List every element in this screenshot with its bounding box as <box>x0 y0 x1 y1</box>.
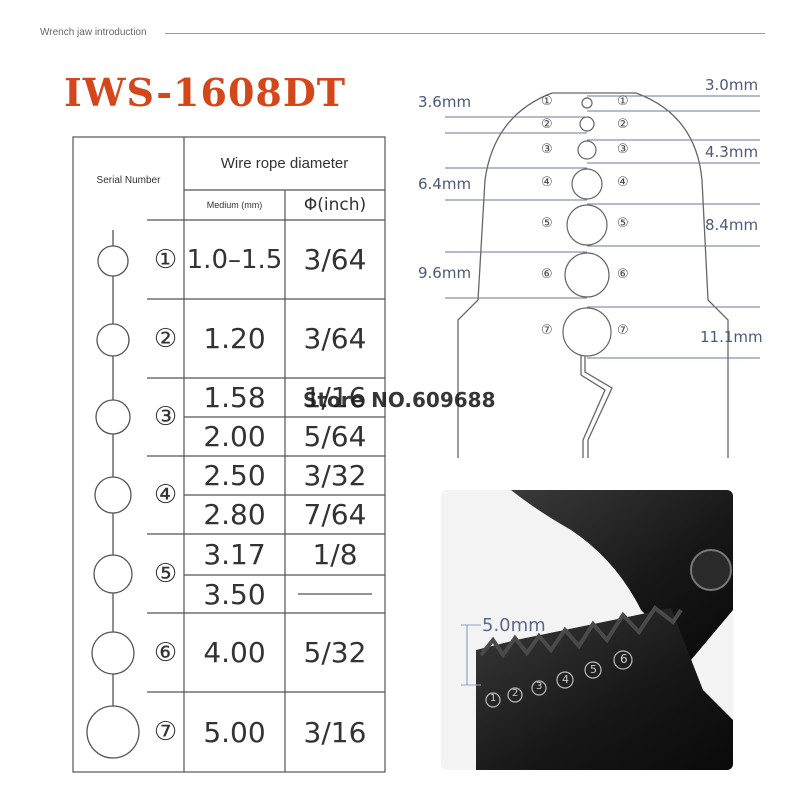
inch-value: 3/16 <box>303 715 367 749</box>
serial-6: ⑥ <box>153 637 178 668</box>
jaw-number: 3 <box>536 681 543 692</box>
medium-value: 5.00 <box>203 715 266 749</box>
serial-4: ④ <box>153 480 178 510</box>
wire-rope-header: Wire rope diameter <box>220 155 349 172</box>
jaw-dimension-label: 6.4mm <box>418 175 472 193</box>
inch-value: 7/64 <box>303 498 367 531</box>
inch-value: 3/64 <box>303 243 367 276</box>
jaw-number: 5 <box>590 663 597 676</box>
inch-value: 3/32 <box>303 459 367 492</box>
jaw-dimension-label: 4.3mm <box>705 143 759 161</box>
medium-mm-header: Medium (mm) <box>206 200 263 210</box>
medium-value: 2.50 <box>203 459 266 492</box>
jaw-position-number: ③ <box>617 142 629 157</box>
jaw-position-number: ② <box>541 117 553 132</box>
crimping-jaw-illustration <box>461 490 733 770</box>
jaw-position-number: ⑦ <box>541 323 553 338</box>
medium-value: 3.17 <box>203 538 266 571</box>
crimp-profile-illustration <box>86 230 140 759</box>
jaw-dimension-label: 3.0mm <box>705 76 759 94</box>
model-title: IWS-1608DT <box>64 70 347 115</box>
tool-photo: 1 2 3 4 5 6 <box>441 490 733 770</box>
jaw-position-number: ④ <box>541 175 553 190</box>
jaw-number: 2 <box>512 688 519 699</box>
jaw-number: 6 <box>620 652 628 666</box>
jaw-position-number: ⑦ <box>617 323 629 338</box>
header-intro-text: Wrench jaw introduction <box>40 27 147 38</box>
medium-value: 4.00 <box>203 636 266 669</box>
inch-value: 5/64 <box>303 420 367 453</box>
serial-2: ② <box>153 323 178 354</box>
photo-dimension-label: 5.0mm <box>482 615 546 636</box>
serial-1: ① <box>153 244 178 275</box>
jaw-position-number: ⑤ <box>541 216 553 231</box>
medium-value: 1.0–1.5 <box>186 244 283 275</box>
jaw-dimension-label: 8.4mm <box>705 216 759 234</box>
jaw-position-number: ② <box>617 117 629 132</box>
jaw-position-number: ③ <box>541 142 553 157</box>
jaw-dimension-label: 9.6mm <box>418 264 472 282</box>
medium-value: 2.00 <box>203 420 266 453</box>
medium-value: 2.80 <box>203 498 266 531</box>
medium-value: 1.20 <box>203 322 266 355</box>
medium-value: 1.58 <box>203 381 266 414</box>
inch-value: — <box>285 575 385 613</box>
serial-7: ⑦ <box>153 717 178 747</box>
header-divider <box>165 33 765 34</box>
jaw-position-number: ④ <box>617 175 629 190</box>
inch-header: Φ(inch) <box>303 195 367 215</box>
jaw-dimension-label: 11.1mm <box>700 328 763 346</box>
inch-value: 1/8 <box>312 538 358 571</box>
jaw-number: 1 <box>490 693 497 704</box>
store-watermark: Store NO.609688 <box>303 388 496 412</box>
jaw-position-number: ⑥ <box>617 267 629 282</box>
jaw-position-number: ⑥ <box>541 267 553 282</box>
serial-3: ③ <box>153 402 178 432</box>
jaw-dimension-label: 3.6mm <box>418 93 472 111</box>
serial-number-header: Serial Number <box>96 174 161 186</box>
jaw-position-number: ① <box>541 94 553 109</box>
jaw-number: 4 <box>562 673 569 686</box>
jaw-position-number: ⑤ <box>617 216 629 231</box>
jaw-position-number: ① <box>617 94 629 109</box>
inch-value: 3/64 <box>303 322 367 355</box>
medium-value: 3.50 <box>203 577 266 611</box>
serial-5: ⑤ <box>153 558 178 589</box>
inch-value: 5/32 <box>303 636 367 669</box>
